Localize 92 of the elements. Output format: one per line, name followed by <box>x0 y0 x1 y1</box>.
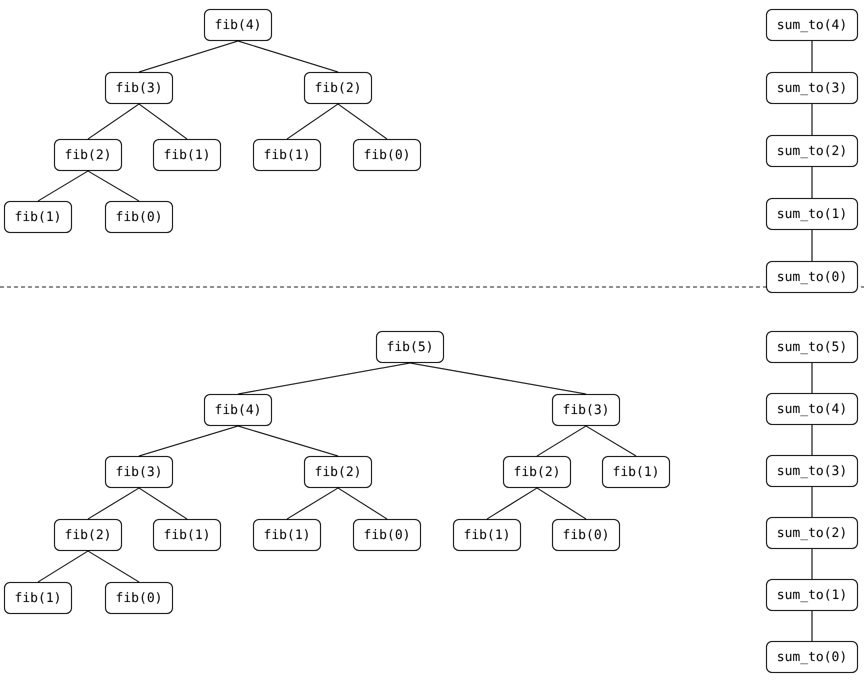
connector-line <box>88 550 140 582</box>
function-call-text: fib(3) <box>116 80 162 96</box>
connector-line <box>238 362 410 394</box>
function-call-text: fib(1) <box>164 148 210 162</box>
connector-line <box>138 426 238 456</box>
function-call-text: sum_to(2) <box>776 526 848 540</box>
call-box <box>766 393 858 425</box>
call-box <box>105 582 173 614</box>
call-box <box>766 261 858 293</box>
call-box <box>766 579 858 611</box>
connector-line <box>88 488 140 520</box>
function-call-text: sum_to(0) <box>776 650 848 664</box>
function-call-text: fib(0) <box>116 210 162 224</box>
function-call-text: fib(2) <box>514 464 560 480</box>
connector-line <box>88 104 140 140</box>
function-call-text: fib(1) <box>264 148 310 162</box>
call-box <box>766 517 858 549</box>
function-call-text: fib(1) <box>14 210 62 224</box>
call-box <box>54 519 122 551</box>
call-box <box>766 9 858 41</box>
call-box <box>253 519 321 551</box>
function-call-text: fib(2) <box>314 464 362 480</box>
call-box <box>766 331 858 363</box>
connector-line <box>410 362 586 394</box>
function-call-text: sum_to(2) <box>776 144 848 158</box>
function-call-text: fib(2) <box>64 148 112 162</box>
function-call-text: fib(0) <box>116 590 162 606</box>
function-call-text: fib(3) <box>116 464 162 480</box>
function-call-text: sum_to(3) <box>776 464 848 478</box>
function-call-text: fib(1) <box>464 528 510 542</box>
function-call-text: fib(3) <box>562 402 610 418</box>
function-call-text: fib(1) <box>264 528 310 542</box>
call-box <box>353 519 421 551</box>
function-call-text: sum_to(4) <box>776 402 848 416</box>
connector-line <box>286 104 338 140</box>
call-box <box>54 139 122 171</box>
connector-line <box>338 104 388 140</box>
function-call-text: sum_to(5) <box>776 340 848 354</box>
connector-line <box>286 488 338 520</box>
function-call-text: fib(0) <box>364 528 410 542</box>
call-box <box>4 582 72 614</box>
call-box <box>766 135 858 167</box>
call-box <box>304 456 372 488</box>
call-box <box>503 456 571 488</box>
connector-line <box>536 426 586 456</box>
connector-line <box>536 488 586 520</box>
call-box <box>105 201 173 233</box>
call-box <box>766 641 858 673</box>
function-call-text: sum_to(4) <box>776 18 848 32</box>
connector-line <box>88 170 140 202</box>
call-box <box>105 456 173 488</box>
call-box <box>153 139 221 171</box>
call-box <box>253 139 321 171</box>
function-call-text: fib(4) <box>214 18 262 32</box>
function-call-text: sum_to(1) <box>776 588 848 602</box>
function-call-text: fib(1) <box>164 528 210 542</box>
call-box <box>766 198 858 230</box>
function-call-text: sum_to(0) <box>776 270 848 284</box>
function-call-text: fib(5) <box>386 340 434 354</box>
call-box <box>304 72 372 104</box>
connector-line <box>138 488 188 520</box>
connector-line <box>486 488 538 520</box>
connector-line <box>138 104 188 140</box>
call-box <box>552 394 620 426</box>
connector-line <box>138 40 238 72</box>
connector-line <box>38 550 88 582</box>
function-call-text: fib(1) <box>14 590 62 606</box>
call-box <box>153 519 221 551</box>
call-box <box>204 9 272 41</box>
connector-line <box>238 426 338 456</box>
connector-line <box>586 426 636 456</box>
call-box <box>353 139 421 171</box>
function-call-text: fib(2) <box>64 528 112 542</box>
function-call-text: fib(0) <box>562 528 610 542</box>
connector-line <box>338 488 388 520</box>
function-call-text: fib(4) <box>214 402 262 418</box>
call-box <box>4 201 72 233</box>
function-call-text: sum_to(3) <box>776 80 848 96</box>
call-box <box>204 394 272 426</box>
connector-line <box>38 170 88 202</box>
call-box <box>602 456 670 488</box>
call-box <box>376 331 444 363</box>
call-box <box>766 72 858 104</box>
call-box <box>552 519 620 551</box>
call-box <box>766 455 858 487</box>
connector-line <box>238 40 338 72</box>
function-call-text: sum_to(1) <box>776 206 848 222</box>
function-call-text: fib(1) <box>612 464 660 480</box>
call-box <box>453 519 521 551</box>
function-call-text: fib(2) <box>314 80 362 96</box>
call-box <box>105 72 173 104</box>
function-call-text: fib(0) <box>364 148 410 162</box>
